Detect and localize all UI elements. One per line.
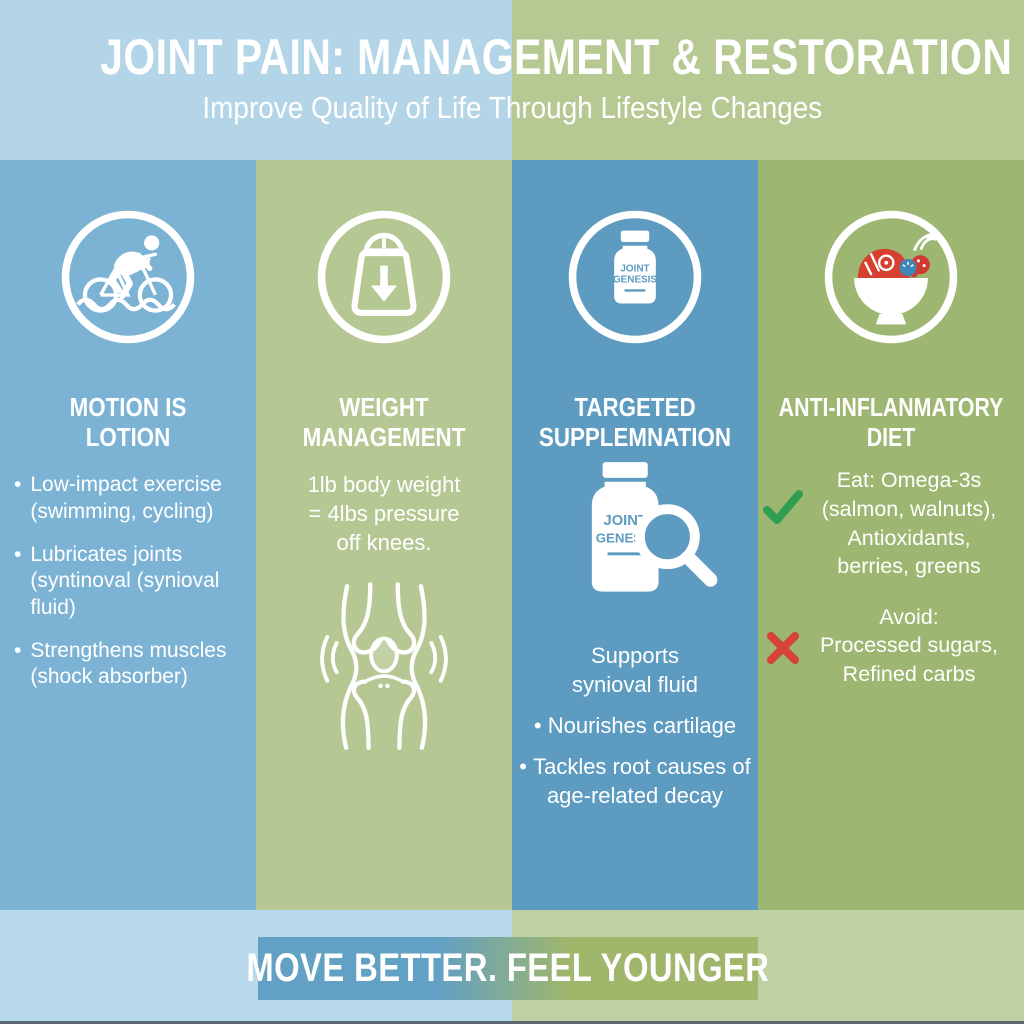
list-item: • Nourishes cartilage (533, 712, 737, 738)
avoid-row: Avoid: Processed sugars, Refined carbs (758, 603, 1024, 689)
list-item: • Tackles root causes of age-related dec… (519, 754, 751, 808)
eat-text: Eat: Omega-3s (salmon, walnuts), Antioxi… (821, 468, 997, 579)
column-targeted-supplementation: JOINT GENESIS TARGETED SUPPLEMNATION JOI… (512, 160, 758, 910)
header: JOINT PAIN: MANAGEMENT & RESTORATION Imp… (0, 0, 1024, 160)
column-motion-is-lotion: MOTION IS LOTION • Low-impact exercise (… (0, 160, 256, 910)
weight-scale-down-arrow-icon (317, 210, 451, 344)
list-item: • Low-impact exercise (swimming, cycling… (14, 473, 222, 523)
footer: MOVE BETTER. FEEL YOUNGER (0, 910, 1024, 1024)
avoid-text: Avoid: Processed sugars, Refined carbs (819, 604, 999, 686)
list-item: • Lubricates joints (syntinoval (syniova… (14, 542, 220, 619)
column-title: ANTI-INFLANMATORY DIET (778, 392, 1004, 453)
column-weight-management: WEIGHT MANAGEMENT 1lb body weight = 4lbs… (256, 160, 512, 910)
red-x-icon (767, 631, 799, 664)
page-title: JOINT PAIN: MANAGEMENT & RESTORATION (100, 29, 1013, 85)
bottom-edge-line (0, 1021, 1024, 1024)
knee-joint-line-icon (320, 582, 448, 751)
bottle-with-magnifier-icon: JOINT GENESIS (591, 462, 718, 592)
tagline-banner: MOVE BETTER. FEEL YOUNGER (247, 937, 769, 1000)
green-checkmark-icon (763, 490, 803, 525)
bullet-list: • Nourishes cartilage • Tackles root cau… (512, 712, 758, 811)
supplement-lead-text: Supports synioval fluid (572, 643, 698, 697)
column-anti-inflammatory-diet: ANTI-INFLANMATORY DIET Eat: Omega-3s (sa… (758, 160, 1024, 910)
weight-fact-text: 1lb body weight = 4lbs pressure off knee… (307, 472, 461, 556)
food-bowl-in-circle-icon (824, 210, 958, 344)
column-title: TARGETED SUPPLEMNATION (538, 392, 732, 453)
column-title: MOTION IS LOTION (69, 392, 187, 453)
svg-text:GENESIS: GENESIS (613, 275, 657, 286)
svg-text:JOINT: JOINT (620, 263, 649, 274)
supplement-bottle-in-circle-icon: JOINT GENESIS (568, 210, 702, 344)
list-item: • Strengthens muscles (shock absorber) (14, 638, 227, 689)
page-subtitle: Improve Quality of Life Through Lifestyl… (202, 90, 822, 125)
eat-row: Eat: Omega-3s (salmon, walnuts), Antioxi… (758, 466, 1024, 580)
cyclist-in-circle-icon (61, 210, 195, 344)
column-title: WEIGHT MANAGEMENT (302, 392, 466, 453)
bullet-list: • Low-impact exercise (swimming, cycling… (0, 472, 256, 691)
columns: MOTION IS LOTION • Low-impact exercise (… (0, 160, 1024, 910)
svg-text:JOINT: JOINT (604, 513, 647, 529)
